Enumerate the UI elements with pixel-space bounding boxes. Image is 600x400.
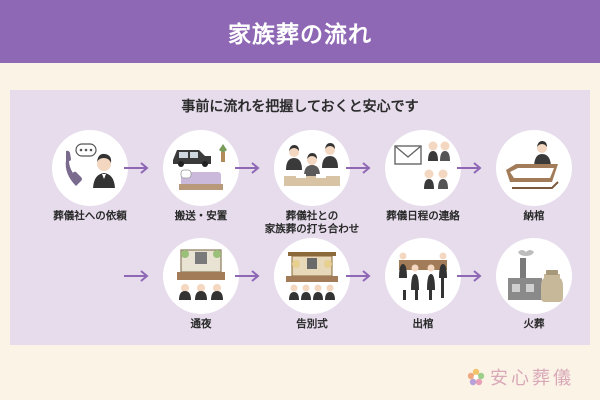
arrow-right-icon: [124, 162, 150, 174]
step-label: 葬儀社への依頼: [53, 210, 127, 222]
meeting-icon: [274, 130, 350, 206]
arrow-right-icon: [346, 270, 372, 282]
brand-name: 安心葬儀: [490, 368, 574, 389]
coffin-icon: [496, 130, 572, 206]
phone-call-icon: [52, 130, 128, 206]
arrow-right-icon: [235, 162, 261, 174]
flower-logo-icon: [467, 368, 485, 386]
page-title: 家族葬の流れ: [228, 21, 372, 48]
step-label: 告別式: [296, 318, 328, 330]
step-label-text: 葬儀社との 家族葬の打ち合わせ: [264, 210, 360, 235]
step-label: 搬送・安置: [174, 210, 228, 222]
crematorium-icon: [496, 238, 572, 314]
funeral-altar-icon: [274, 238, 350, 314]
panel-title: 事前に流れを把握しておくと安心です: [181, 99, 419, 115]
letter-notice-icon: [385, 130, 461, 206]
step-label: 出棺: [412, 318, 434, 330]
brand-logo: 安心葬儀: [466, 364, 574, 390]
arrow-right-icon: [124, 270, 150, 282]
arrow-right-icon: [346, 162, 372, 174]
step-label: 火葬: [523, 318, 545, 330]
step-label: 納棺: [523, 210, 545, 222]
arrow-right-icon: [457, 162, 483, 174]
arrow-right-icon: [235, 270, 261, 282]
hearse-bed-icon: [163, 130, 239, 206]
wake-altar-icon: [163, 238, 239, 314]
step-label: 通夜: [190, 318, 212, 330]
pallbearers-icon: [385, 238, 461, 314]
flow-panel: 事前に流れを把握しておくと安心です 葬儀社への依頼: [10, 90, 590, 345]
header-bar: 家族葬の流れ: [0, 0, 600, 63]
step-label: 葬儀日程の連絡: [386, 210, 460, 222]
step-label: 葬儀社との 家族葬の打ち合わせ: [257, 210, 367, 236]
arrow-right-icon: [457, 270, 483, 282]
